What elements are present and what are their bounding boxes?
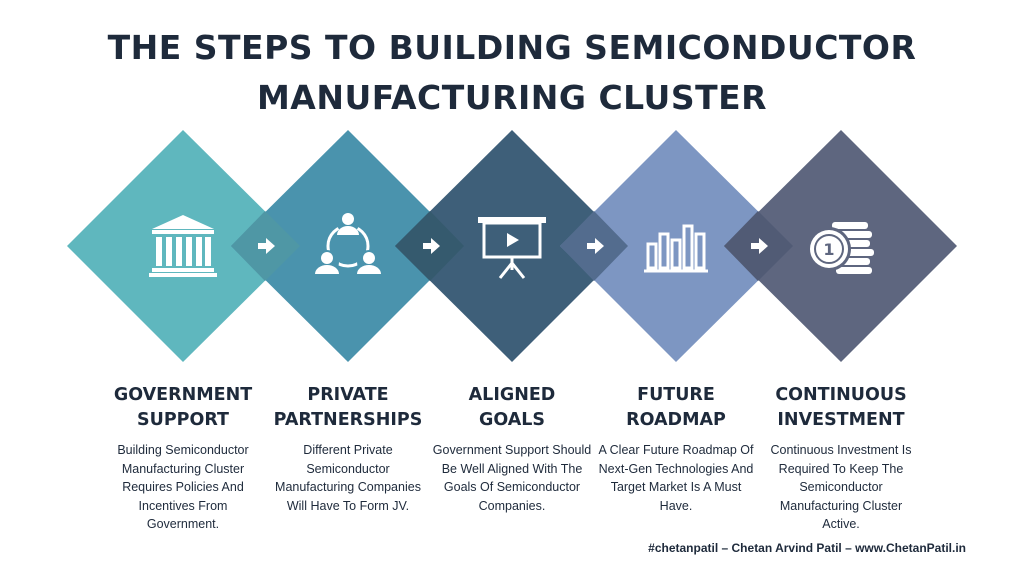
step-diamond-future-roadmap	[560, 130, 793, 362]
step-title-line: ROADMAP	[626, 410, 726, 430]
page-title-line-2: MANUFACTURING CLUSTER	[256, 78, 768, 117]
step-title-line: GOVERNMENT	[113, 385, 253, 405]
step-title-line: SUPPORT	[137, 410, 229, 430]
presentation-board-icon	[478, 217, 546, 279]
step-title-line: FUTURE	[637, 385, 715, 405]
step-title-line: CONTINUOUS	[775, 385, 907, 405]
government-building-icon	[149, 215, 217, 277]
step-diamond-government-support	[67, 130, 300, 362]
step-title-line: GOALS	[478, 410, 546, 430]
step-title-aligned-goals: ALIGNED GOALS	[432, 383, 592, 433]
step-title-private-partnerships: PRIVATE PARTNERSHIPS	[268, 383, 428, 433]
step-description-government-support: Building Semiconductor Manufacturing Clu…	[117, 443, 249, 531]
step-diamond-aligned-goals	[395, 130, 628, 362]
arrow-right-icon	[587, 238, 604, 254]
step-title-line: INVESTMENT	[777, 410, 905, 430]
step-diamond-private-partnerships	[231, 130, 464, 362]
step-title-future-roadmap: FUTURE ROADMAP	[596, 383, 756, 433]
step-title-line: PARTNERSHIPS	[273, 410, 423, 430]
bar-chart-icon	[644, 224, 708, 273]
steps-diagram: 1	[67, 130, 957, 362]
arrow-right-icon	[423, 238, 440, 254]
step-description-private-partnerships: Different Private Semiconductor Manufact…	[275, 443, 421, 513]
step-description-continuous-investment: Continuous Investment Is Required To Kee…	[770, 443, 912, 531]
step-description-future-roadmap: A Clear Future Roadmap Of Next-Gen Techn…	[598, 443, 754, 513]
coin-label: 1	[823, 240, 834, 259]
arrow-right-icon	[258, 238, 275, 254]
step-title-line: ALIGNED	[468, 385, 556, 405]
team-partnership-icon	[315, 212, 381, 274]
step-title-government-support: GOVERNMENT SUPPORT	[103, 383, 263, 433]
page-title-line-1: THE STEPS TO BUILDING SEMICONDUCTOR	[107, 28, 917, 67]
coin-stack-icon: 1	[807, 222, 874, 274]
step-title-line: PRIVATE	[307, 385, 389, 405]
step-title-continuous-investment: CONTINUOUS INVESTMENT	[761, 383, 921, 433]
footer-credit: #chetanpatil – Chetan Arvind Patil – www…	[648, 541, 966, 555]
arrow-right-icon	[751, 238, 768, 254]
step-description-aligned-goals: Government Support Should Be Well Aligne…	[432, 443, 592, 513]
